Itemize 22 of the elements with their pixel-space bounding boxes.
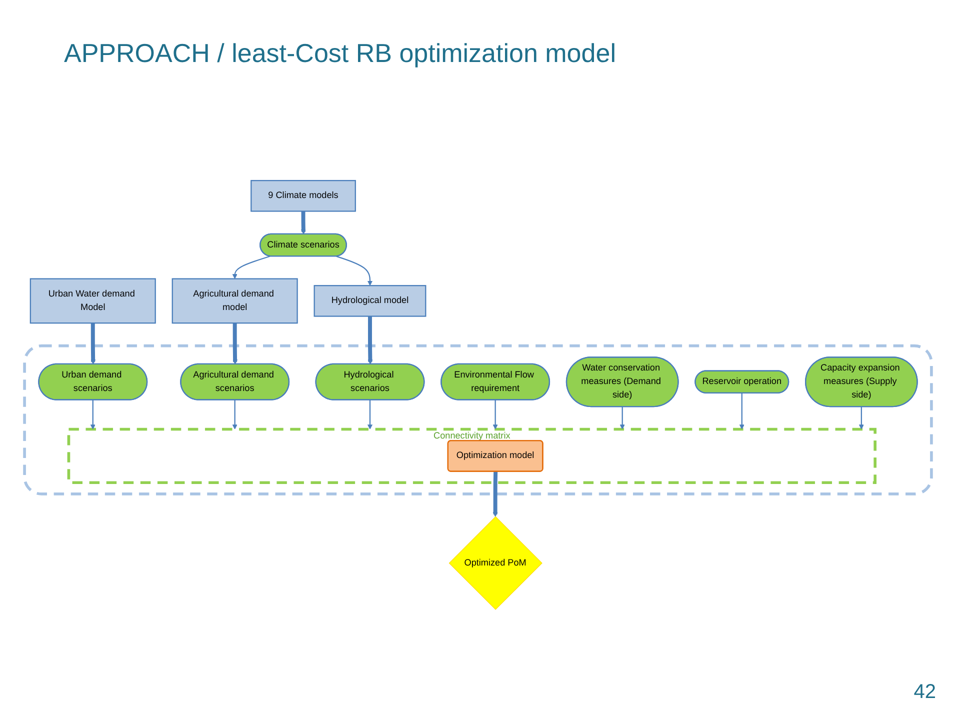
arrow [858, 406, 864, 430]
arrow [368, 316, 373, 364]
node-box: Urban Water demand Model [30, 278, 156, 324]
cluster [23, 344, 933, 496]
arrow [232, 400, 238, 430]
arrow [492, 400, 498, 430]
arrow [300, 211, 306, 234]
arrow [739, 392, 744, 430]
arrow [368, 400, 372, 430]
arrow [90, 322, 96, 364]
node-diamond: Optimized PoM [448, 516, 542, 610]
arrow [232, 322, 238, 364]
node-box: Hydrological model [314, 285, 426, 317]
node-box: 9 Climate models [250, 180, 356, 212]
page-number: 42 [914, 681, 936, 704]
arrow [336, 256, 372, 286]
node-box: Agricultural demand model [172, 278, 298, 324]
arrow [232, 256, 270, 279]
slide-title: APPROACH / least-Cost RB optimization model [64, 38, 616, 69]
arrow [90, 400, 96, 430]
arrow [492, 471, 498, 517]
arrow [620, 406, 625, 430]
